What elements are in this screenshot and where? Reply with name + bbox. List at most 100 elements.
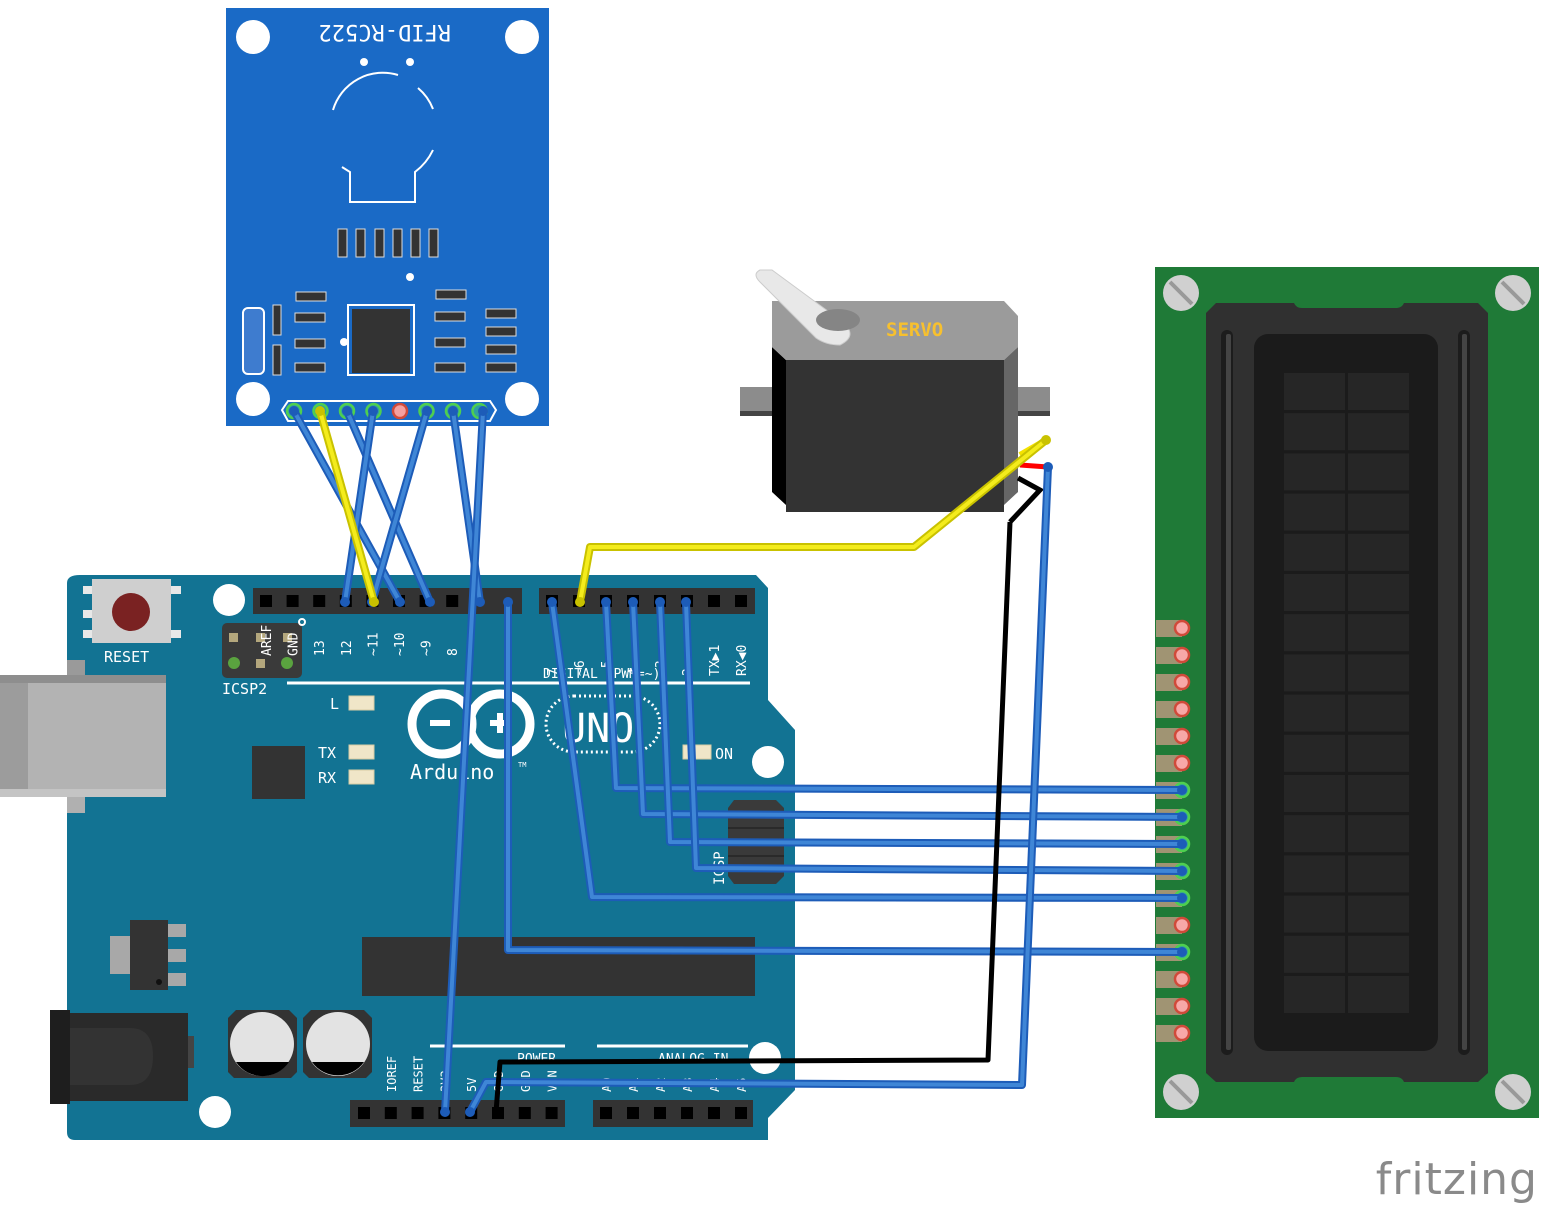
rfid-label: RFID-RC522	[319, 19, 451, 44]
wire-d2-lcd[interactable]	[681, 597, 1187, 876]
lcd-pin[interactable]	[1173, 754, 1191, 772]
lcd-pin[interactable]	[1173, 997, 1191, 1015]
lcd-char-cell	[1284, 935, 1345, 973]
lcd-char-cell	[1348, 453, 1409, 491]
wire-d8-lcd[interactable]	[503, 597, 1187, 957]
lcd-char-cell	[1284, 493, 1345, 531]
led-tx	[348, 744, 375, 760]
header-socket[interactable]	[708, 595, 720, 607]
header-socket[interactable]	[545, 1107, 558, 1119]
mount-hole	[213, 584, 245, 616]
screw	[1495, 1074, 1531, 1110]
header-socket[interactable]	[358, 1107, 370, 1119]
header-socket[interactable]	[260, 595, 272, 607]
fritzing-watermark: fritzing	[1375, 1154, 1538, 1205]
pin-label: 8	[446, 648, 461, 656]
wire-rfid-mosi[interactable]	[340, 406, 378, 607]
pin-label: RX◀0	[735, 645, 750, 676]
lcd-char-cell	[1348, 533, 1409, 571]
lcd-char-cell	[1348, 855, 1409, 893]
pin-label: IOREF	[385, 1056, 399, 1092]
wire-d7-lcd[interactable]	[547, 597, 1187, 903]
led-rx	[348, 769, 375, 785]
lcd-pin[interactable]	[1173, 619, 1191, 637]
lcd-char-cell	[1348, 815, 1409, 853]
header-socket[interactable]	[384, 1107, 397, 1119]
header-socket[interactable]	[313, 595, 326, 607]
wire-servo-gnd[interactable]	[493, 521, 1013, 1113]
lcd-char-cell	[1284, 373, 1345, 410]
lcd-char-cell	[1284, 654, 1345, 692]
header-socket[interactable]	[518, 1107, 531, 1119]
screw	[1163, 275, 1199, 311]
lcd-pin[interactable]	[1173, 970, 1191, 988]
wire-servo-5v[interactable]	[465, 462, 1053, 1117]
wire-d3-lcd[interactable]	[655, 597, 1187, 849]
wire-servo-signal[interactable]	[575, 435, 1051, 607]
pin-label: 12	[340, 640, 355, 656]
lcd-pin[interactable]	[1173, 646, 1191, 664]
lcd-char-cell	[1348, 654, 1409, 692]
pin-label: ~10	[393, 633, 408, 656]
wire-rfid-yellow[interactable]	[315, 406, 379, 607]
led-label-on: ON	[715, 745, 733, 763]
lcd-char-cell	[1348, 493, 1409, 531]
wires	[289, 406, 1187, 1117]
header-socket[interactable]	[735, 595, 747, 607]
mount-hole	[752, 746, 784, 778]
header-socket[interactable]	[600, 1107, 612, 1119]
wire-d5-lcd[interactable]	[601, 597, 1187, 795]
capacitor	[303, 1010, 372, 1078]
lcd-char-cell	[1284, 775, 1345, 812]
wire-rfid-3v3[interactable]	[440, 406, 488, 1117]
header-socket[interactable]	[627, 1107, 639, 1119]
pin-label: 7	[546, 668, 561, 676]
header-socket[interactable]	[286, 595, 299, 607]
power-jack	[50, 1010, 194, 1104]
mount-hole	[749, 1042, 781, 1074]
lcd-char-cell	[1348, 734, 1409, 772]
usb-chip	[252, 746, 305, 799]
lcd-char-cell	[1284, 694, 1345, 732]
lcd-pin[interactable]	[1173, 1024, 1191, 1042]
lcd-char-cell	[1348, 694, 1409, 732]
pin-label: ~6	[573, 660, 588, 676]
pin-label: TX▶1	[708, 645, 723, 676]
lcd-pin[interactable]	[1173, 727, 1191, 745]
rfid-pin[interactable]	[391, 402, 409, 420]
lcd-char-cell	[1348, 895, 1409, 933]
capacitor	[228, 1010, 297, 1078]
lcd-char-cell	[1284, 533, 1345, 571]
header-socket[interactable]	[681, 1107, 693, 1119]
reset-label: RESET	[104, 648, 149, 666]
header-socket[interactable]	[411, 1107, 424, 1119]
lcd-char-cell	[1348, 614, 1409, 652]
led-label-l: L	[330, 695, 339, 713]
voltage-regulator	[110, 920, 186, 990]
wire-rfid-sck[interactable]	[342, 406, 435, 607]
reset-button[interactable]	[83, 579, 181, 643]
lcd-char-cell	[1284, 574, 1345, 611]
header-socket[interactable]	[654, 1107, 666, 1119]
wire-d4-lcd[interactable]	[628, 597, 1187, 822]
pin-label: GND	[287, 632, 302, 656]
lcd-pin[interactable]	[1173, 673, 1191, 691]
lcd-char-cell	[1284, 976, 1345, 1013]
lcd-char-cell	[1284, 734, 1345, 772]
header-socket[interactable]	[735, 1107, 747, 1119]
lcd-pin[interactable]	[1173, 916, 1191, 934]
led-on	[682, 744, 712, 760]
usb-connector	[0, 660, 166, 813]
header-socket[interactable]	[708, 1107, 720, 1119]
lcd-screen	[1254, 334, 1438, 1051]
pin-label: 13	[313, 640, 328, 656]
lcd-char-cell	[1348, 373, 1409, 410]
servo-motor: SERVO	[740, 269, 1050, 524]
lcd-pin[interactable]	[1173, 700, 1191, 718]
header-socket[interactable]	[446, 595, 459, 607]
lcd-char-cell	[1284, 855, 1345, 893]
lcd-char-cell	[1348, 976, 1409, 1013]
lcd-char-cell	[1284, 453, 1345, 491]
